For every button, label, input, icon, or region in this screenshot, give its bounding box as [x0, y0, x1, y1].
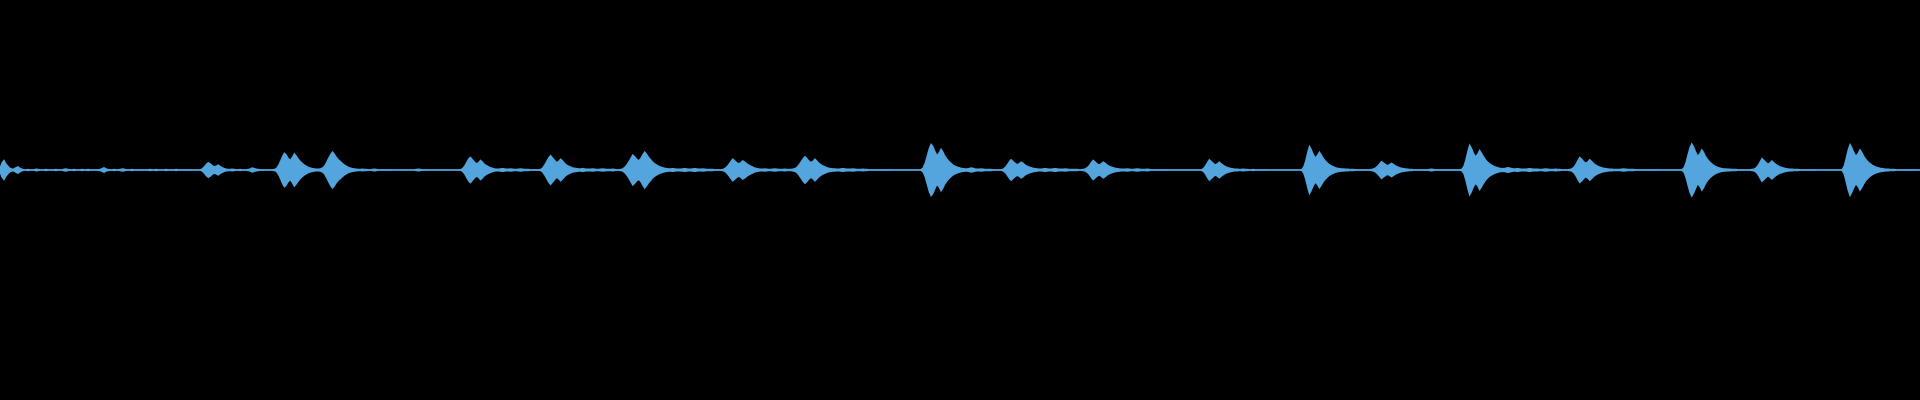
waveform-center-line	[0, 169, 1920, 171]
